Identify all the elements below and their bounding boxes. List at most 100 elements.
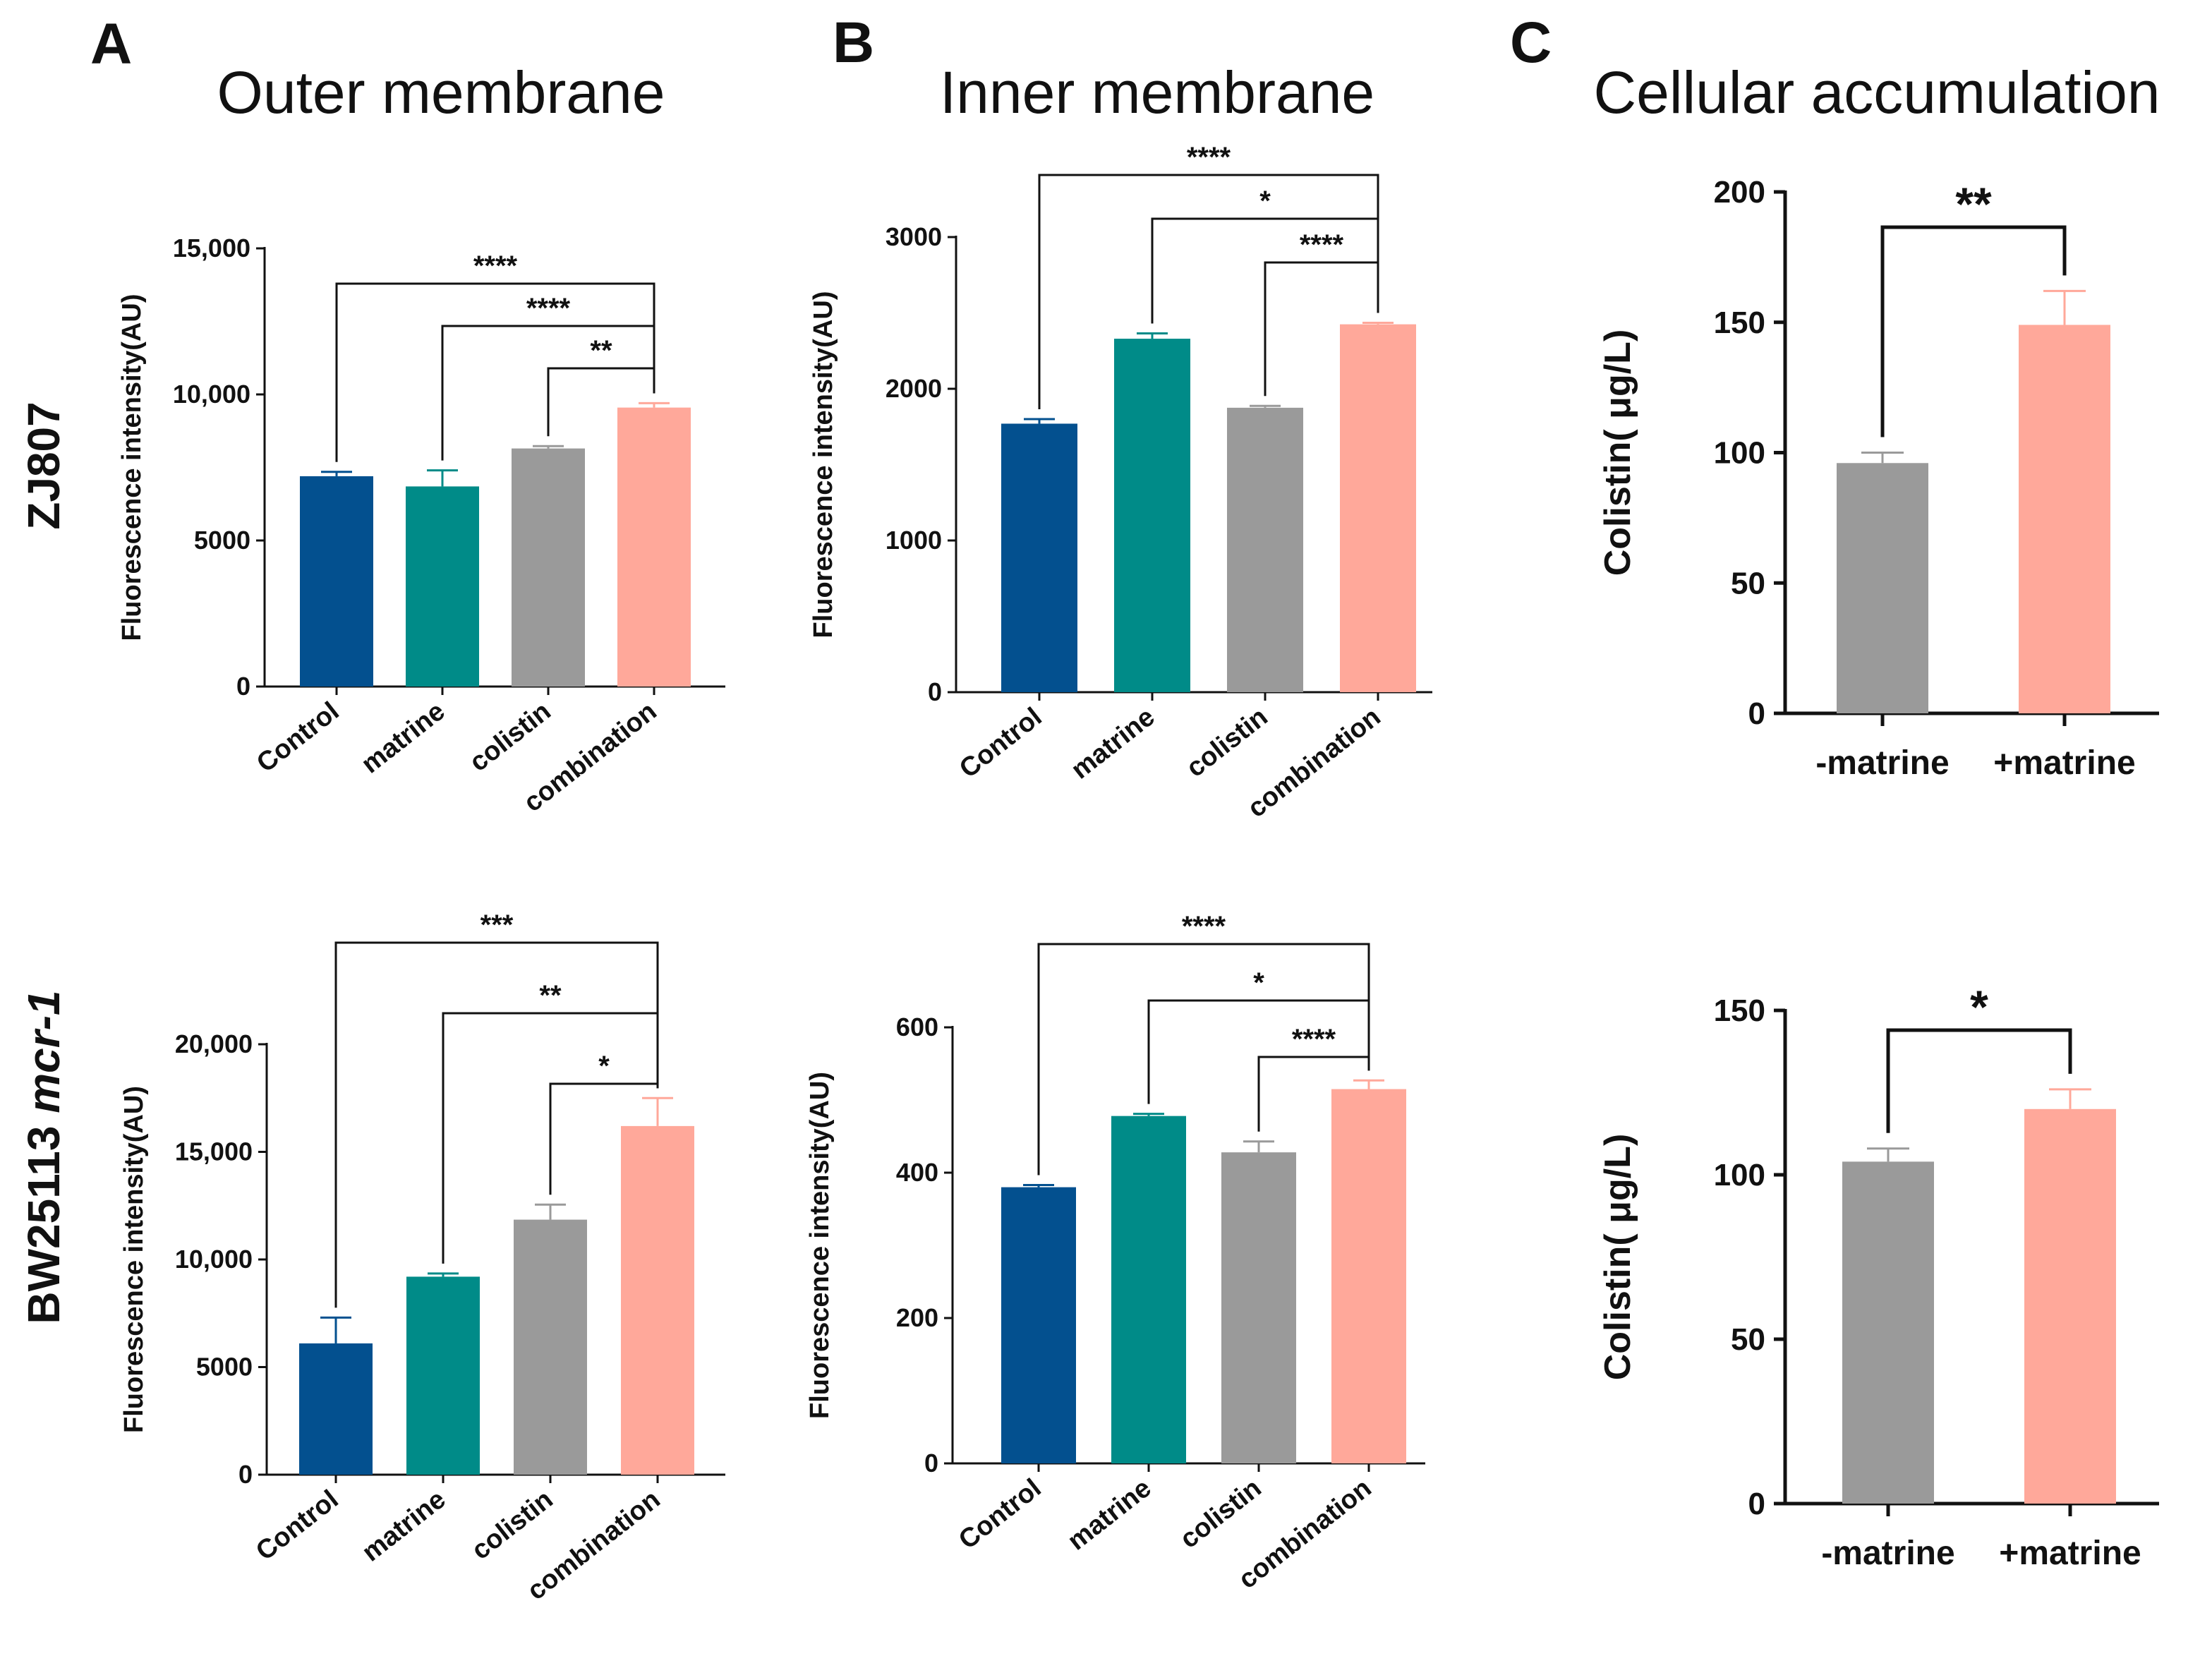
y-tick-label: 150 [1714, 306, 1765, 340]
bar [1227, 407, 1303, 692]
bar [621, 1125, 694, 1475]
y-tick-label: 0 [1748, 1487, 1765, 1521]
y-tick-label: 200 [896, 1303, 938, 1332]
x-tick-label: colistin [464, 696, 557, 778]
significance-bracket [335, 282, 655, 462]
x-tick-label: Control [954, 702, 1047, 784]
bar [406, 1276, 480, 1475]
row-label-bw25113: BW25113 mcr-1 [18, 990, 69, 1324]
bar [1114, 339, 1190, 692]
y-tick-label: 0 [1748, 696, 1765, 731]
x-tick-label: Control [251, 696, 344, 778]
x-tick-label: +matrine [1999, 1535, 2141, 1572]
bar [1837, 463, 1928, 713]
panel-letter-a: A [90, 12, 132, 76]
bar [2024, 1108, 2116, 1504]
x-tick-label: matrine [356, 696, 451, 780]
significance-label: * [1253, 967, 1264, 998]
y-axis-label: Fluorescence intensity(AU) [805, 1072, 835, 1419]
significance-bracket [334, 941, 659, 1308]
x-tick-label: matrine [1063, 1473, 1157, 1557]
significance-label: **** [1187, 142, 1231, 173]
row-label-bw25113-gene: mcr-1 [18, 990, 69, 1113]
y-tick-label: 10,000 [175, 1245, 253, 1274]
row-label-zj807-text: ZJ807 [18, 401, 69, 529]
y-tick-label: 3000 [886, 222, 942, 251]
column-title-outer: Outer membrane [217, 59, 665, 126]
bar [1331, 1089, 1406, 1463]
bar [2019, 325, 2110, 713]
y-tick-label: 20,000 [175, 1029, 253, 1058]
y-tick-label: 1000 [886, 526, 942, 555]
y-tick-label: 600 [896, 1013, 938, 1041]
y-tick-label: 15,000 [175, 1137, 253, 1166]
y-tick-label: 10,000 [173, 380, 250, 409]
y-tick-label: 100 [1714, 436, 1765, 471]
significance-bracket [1257, 1056, 1370, 1132]
significance-label: * [1259, 186, 1271, 217]
y-tick-label: 2000 [886, 374, 942, 403]
significance-bracket [1880, 225, 2067, 437]
x-tick-label: -matrine [1815, 744, 1949, 782]
significance-label: **** [1182, 911, 1226, 942]
y-tick-label: 0 [924, 1449, 938, 1477]
bar [1001, 423, 1077, 692]
significance-bracket [1264, 261, 1379, 397]
significance-label: **** [473, 250, 518, 282]
y-tick-label: 200 [1714, 175, 1765, 210]
bar [514, 1219, 587, 1475]
y-tick-label: 5000 [196, 1353, 253, 1382]
significance-label: **** [526, 293, 571, 324]
significance-bracket [442, 1012, 659, 1264]
significance-label: ** [1955, 178, 1992, 230]
x-tick-label: colistin [1175, 1473, 1267, 1554]
y-axis-label: Colistin( μg/L) [1597, 1134, 1638, 1381]
bar [617, 407, 691, 687]
y-axis-label: Colistin( μg/L) [1597, 330, 1638, 576]
significance-bracket [549, 1082, 659, 1195]
y-axis-label: Fluorescence intensity(AU) [809, 291, 838, 639]
y-tick-label: 50 [1731, 1322, 1765, 1357]
x-tick-label: matrine [357, 1485, 452, 1568]
x-tick-label: colistin [1181, 702, 1274, 783]
y-tick-label: 50 [1731, 566, 1765, 600]
significance-label: ** [539, 980, 562, 1011]
bar [1111, 1116, 1186, 1463]
significance-bracket [547, 367, 655, 437]
y-tick-label: 150 [1714, 993, 1765, 1028]
x-tick-label: Control [953, 1473, 1046, 1555]
row-label-zj807: ZJ807 [18, 401, 69, 529]
significance-bracket [1037, 943, 1370, 1176]
significance-label: **** [1300, 229, 1344, 260]
column-title-accumulation: Cellular accumulation [1593, 59, 2160, 126]
y-tick-label: 15,000 [173, 234, 250, 262]
significance-bracket [1147, 999, 1370, 1104]
bar [1340, 324, 1416, 692]
y-tick-label: 0 [238, 1460, 253, 1489]
y-axis-label: Fluorescence intensity(AU) [119, 1086, 149, 1433]
y-tick-label: 0 [236, 672, 250, 701]
significance-bracket [1886, 1028, 2072, 1133]
bar [299, 1343, 373, 1475]
significance-label: * [1970, 981, 1988, 1033]
row-label-bw25113-text: BW25113 [18, 1113, 69, 1324]
significance-bracket [441, 325, 655, 461]
significance-label: ** [590, 335, 612, 366]
column-title-inner: Inner membrane [940, 59, 1374, 126]
x-tick-label: Control [250, 1485, 344, 1566]
x-tick-label: colistin [466, 1485, 559, 1566]
bar [1221, 1152, 1296, 1463]
x-tick-label: -matrine [1821, 1535, 1954, 1572]
significance-label: *** [481, 909, 514, 941]
bar [1842, 1161, 1934, 1504]
y-tick-label: 400 [896, 1158, 938, 1187]
y-tick-label: 0 [928, 677, 942, 706]
bar [512, 448, 585, 687]
